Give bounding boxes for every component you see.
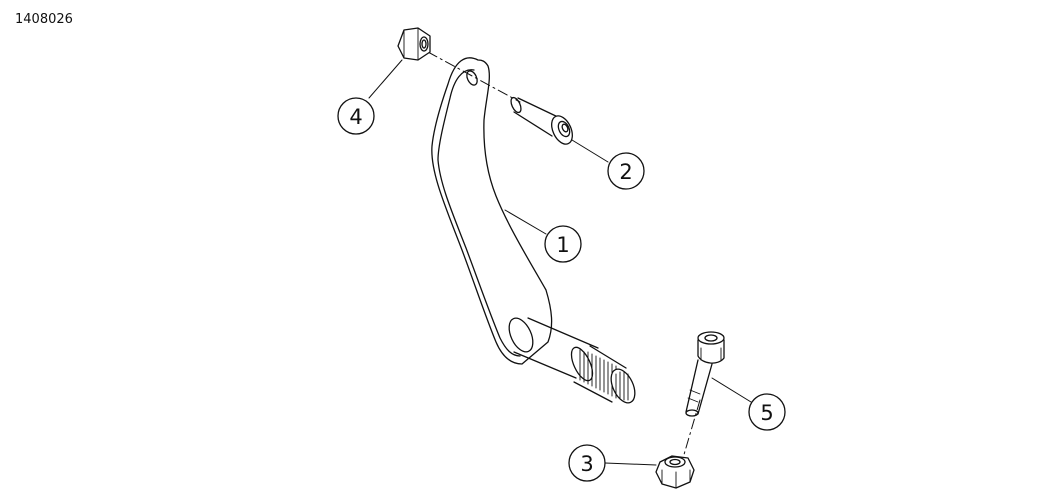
callout-1: 1 (544, 225, 582, 263)
part-cap-screw (685, 331, 725, 417)
callout-3-label: 3 (580, 452, 593, 476)
assembly-centerlines (427, 51, 701, 459)
callout-4: 4 (337, 97, 375, 135)
part-lock-nut-bottom (655, 455, 695, 489)
callout-1-label: 1 (556, 233, 569, 257)
diagram-reference-id: 1408026 (15, 12, 73, 27)
callout-2-label: 2 (619, 160, 632, 184)
callout-3: 3 (568, 444, 606, 482)
callout-2: 2 (607, 152, 645, 190)
part-hex-nut-top (397, 27, 431, 61)
callout-5-label: 5 (760, 401, 773, 425)
part-lever-arm (431, 57, 599, 379)
part-splined-shaft (570, 345, 636, 404)
part-shoulder-pin (510, 96, 573, 145)
callout-4-label: 4 (349, 105, 362, 129)
leader-lines (368, 59, 752, 466)
callout-5: 5 (748, 393, 786, 431)
